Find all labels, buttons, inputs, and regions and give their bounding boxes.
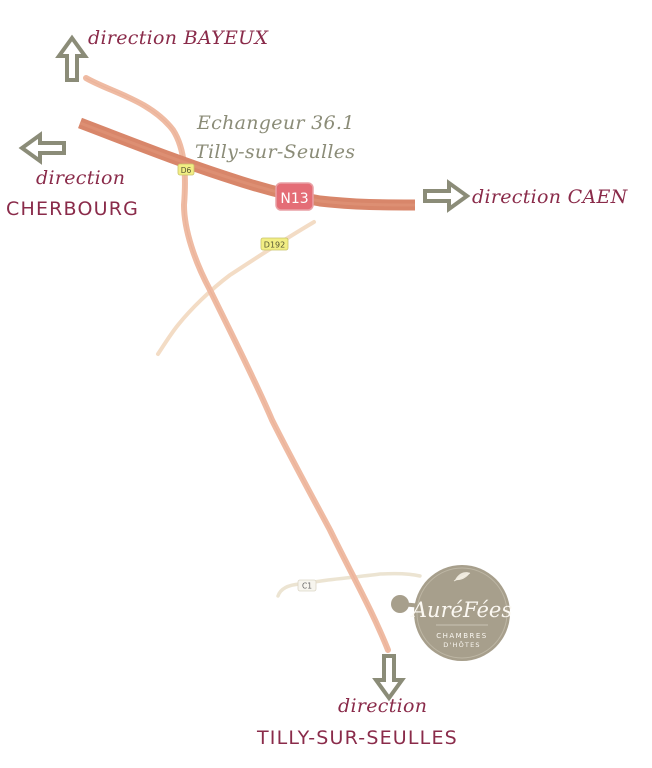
label-interchange-town: Tilly-sur-Seulles (195, 141, 356, 163)
label-direction-cherbourg-2: CHERBOURG (6, 198, 140, 220)
d192-shield-label: D192 (264, 241, 285, 250)
logo-line1: CHAMBRES (436, 632, 488, 640)
marker-pin (391, 595, 409, 613)
arrow-icon-north (55, 34, 89, 82)
n13-shield-label: N13 (280, 191, 308, 207)
d192-road (156, 220, 316, 356)
label-direction-cherbourg-1: direction (36, 167, 126, 189)
n13-road (78, 117, 416, 211)
arrow-icon-west (18, 131, 66, 165)
label-direction-caen: direction CAEN (472, 186, 628, 208)
aurefees-marker: AuréFées CHAMBRES D'HÔTES (391, 565, 512, 661)
logo-badge (414, 565, 510, 661)
c1-shield: C1 (297, 579, 317, 592)
n13-shield: N13 (275, 182, 314, 211)
d6-shield: D6 (177, 163, 195, 176)
arrow-icon-east (423, 179, 471, 213)
logo-name: AuréFées (410, 598, 512, 622)
c1-shield-label: C1 (302, 582, 312, 591)
leaf-icon (453, 572, 471, 582)
n13-road-highlight (79, 121, 416, 207)
label-direction-bayeux: direction BAYEUX (88, 27, 269, 49)
d6-shield-label: D6 (181, 166, 192, 175)
d6-road-edge (85, 77, 389, 651)
label-direction-tilly-2: TILLY-SUR-SEULLES (257, 727, 458, 749)
label-direction-tilly-1: direction (338, 695, 428, 717)
d192-shield: D192 (260, 237, 289, 251)
label-interchange-number: Echangeur 36.1 (197, 112, 355, 134)
arrow-icon-south (372, 654, 406, 702)
logo-line2: D'HÔTES (443, 640, 480, 649)
d6-road (83, 75, 391, 653)
